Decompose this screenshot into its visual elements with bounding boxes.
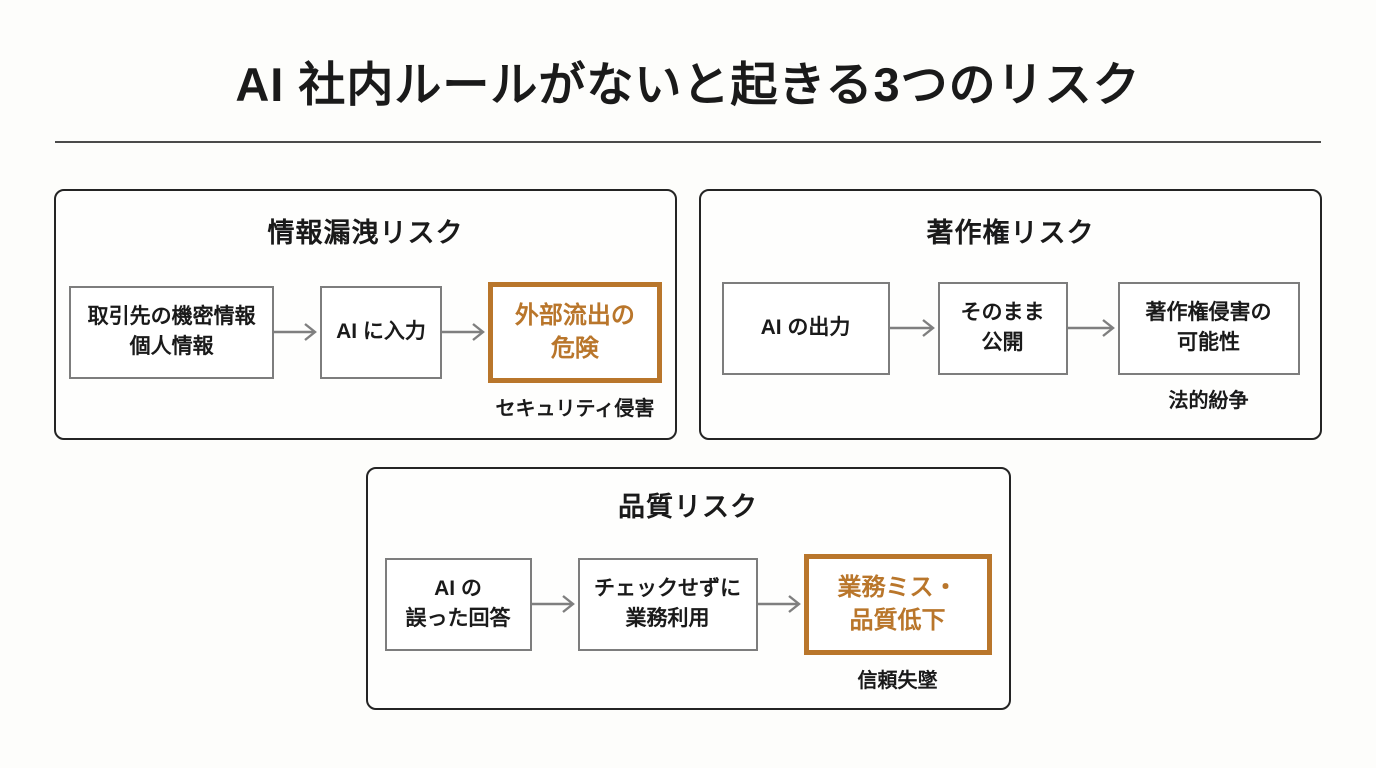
top-row: 情報漏洩リスク 取引先の機密情報 個人情報 AI に入力 外部流出の 危険 セキ… <box>0 188 1376 440</box>
arrow-right-icon <box>274 323 317 342</box>
consequence-label: 法的紛争 <box>1168 389 1249 412</box>
flow-node-copyright-infringement: 著作権侵害の 可能性 <box>1117 281 1300 375</box>
flow-info-leak: 取引先の機密情報 個人情報 AI に入力 外部流出の 危険 セキュリティ侵害 <box>56 281 675 420</box>
slide: AI 社内ルールがないと起きる3つのリスク 情報漏洩リスク 取引先の機密情報 個… <box>0 58 1376 710</box>
flow-node-ai-output: AI の出力 <box>721 281 890 375</box>
panel-title: 品質リスク <box>618 491 758 522</box>
flow-node-business-mistakes: 業務ミス・ 品質低下 <box>803 553 992 655</box>
flow-node-publish-asis: そのまま 公開 <box>937 281 1068 375</box>
panel-title: 情報漏洩リスク <box>267 217 464 248</box>
flow-node-use-without-check: チェックせずに 業務利用 <box>577 557 758 651</box>
bottom-row: 品質リスク AI の 誤った回答 チェックせずに 業務利用 業務ミス・ 品質低下… <box>0 466 1376 710</box>
final-step: 業務ミス・ 品質低下 信頼失墜 <box>803 553 992 692</box>
arrow-right-icon <box>531 595 575 614</box>
arrow-right-icon <box>441 323 485 342</box>
panel-copyright-risk: 著作権リスク AI の出力 そのまま 公開 著作権侵害の 可能性 法的紛争 <box>699 188 1322 440</box>
flow-node-wrong-answer: AI の 誤った回答 <box>384 557 532 651</box>
flow-node-ai-input: AI に入力 <box>320 285 442 379</box>
page-title: AI 社内ルールがないと起きる3つのリスク <box>235 58 1141 111</box>
panel-quality-risk: 品質リスク AI の 誤った回答 チェックせずに 業務利用 業務ミス・ 品質低下… <box>365 466 1011 710</box>
arrow-right-icon <box>1067 319 1115 338</box>
consequence-label: セキュリティ侵害 <box>495 397 655 420</box>
flow-copyright: AI の出力 そのまま 公開 著作権侵害の 可能性 法的紛争 <box>701 281 1320 412</box>
final-step: 外部流出の 危険 セキュリティ侵害 <box>487 281 662 420</box>
consequence-label: 信頼失墜 <box>857 669 938 692</box>
arrow-right-icon <box>757 595 801 614</box>
panel-title: 著作権リスク <box>926 217 1095 248</box>
flow-node-confidential-info: 取引先の機密情報 個人情報 <box>69 285 275 379</box>
arrow-right-icon <box>889 319 935 338</box>
title-divider <box>55 140 1321 143</box>
flow-quality: AI の 誤った回答 チェックせずに 業務利用 業務ミス・ 品質低下 信頼失墜 <box>368 553 1009 692</box>
panel-info-leak-risk: 情報漏洩リスク 取引先の機密情報 個人情報 AI に入力 外部流出の 危険 セキ… <box>54 188 677 440</box>
final-step: 著作権侵害の 可能性 法的紛争 <box>1117 281 1300 412</box>
flow-node-external-leak: 外部流出の 危険 <box>487 281 662 383</box>
